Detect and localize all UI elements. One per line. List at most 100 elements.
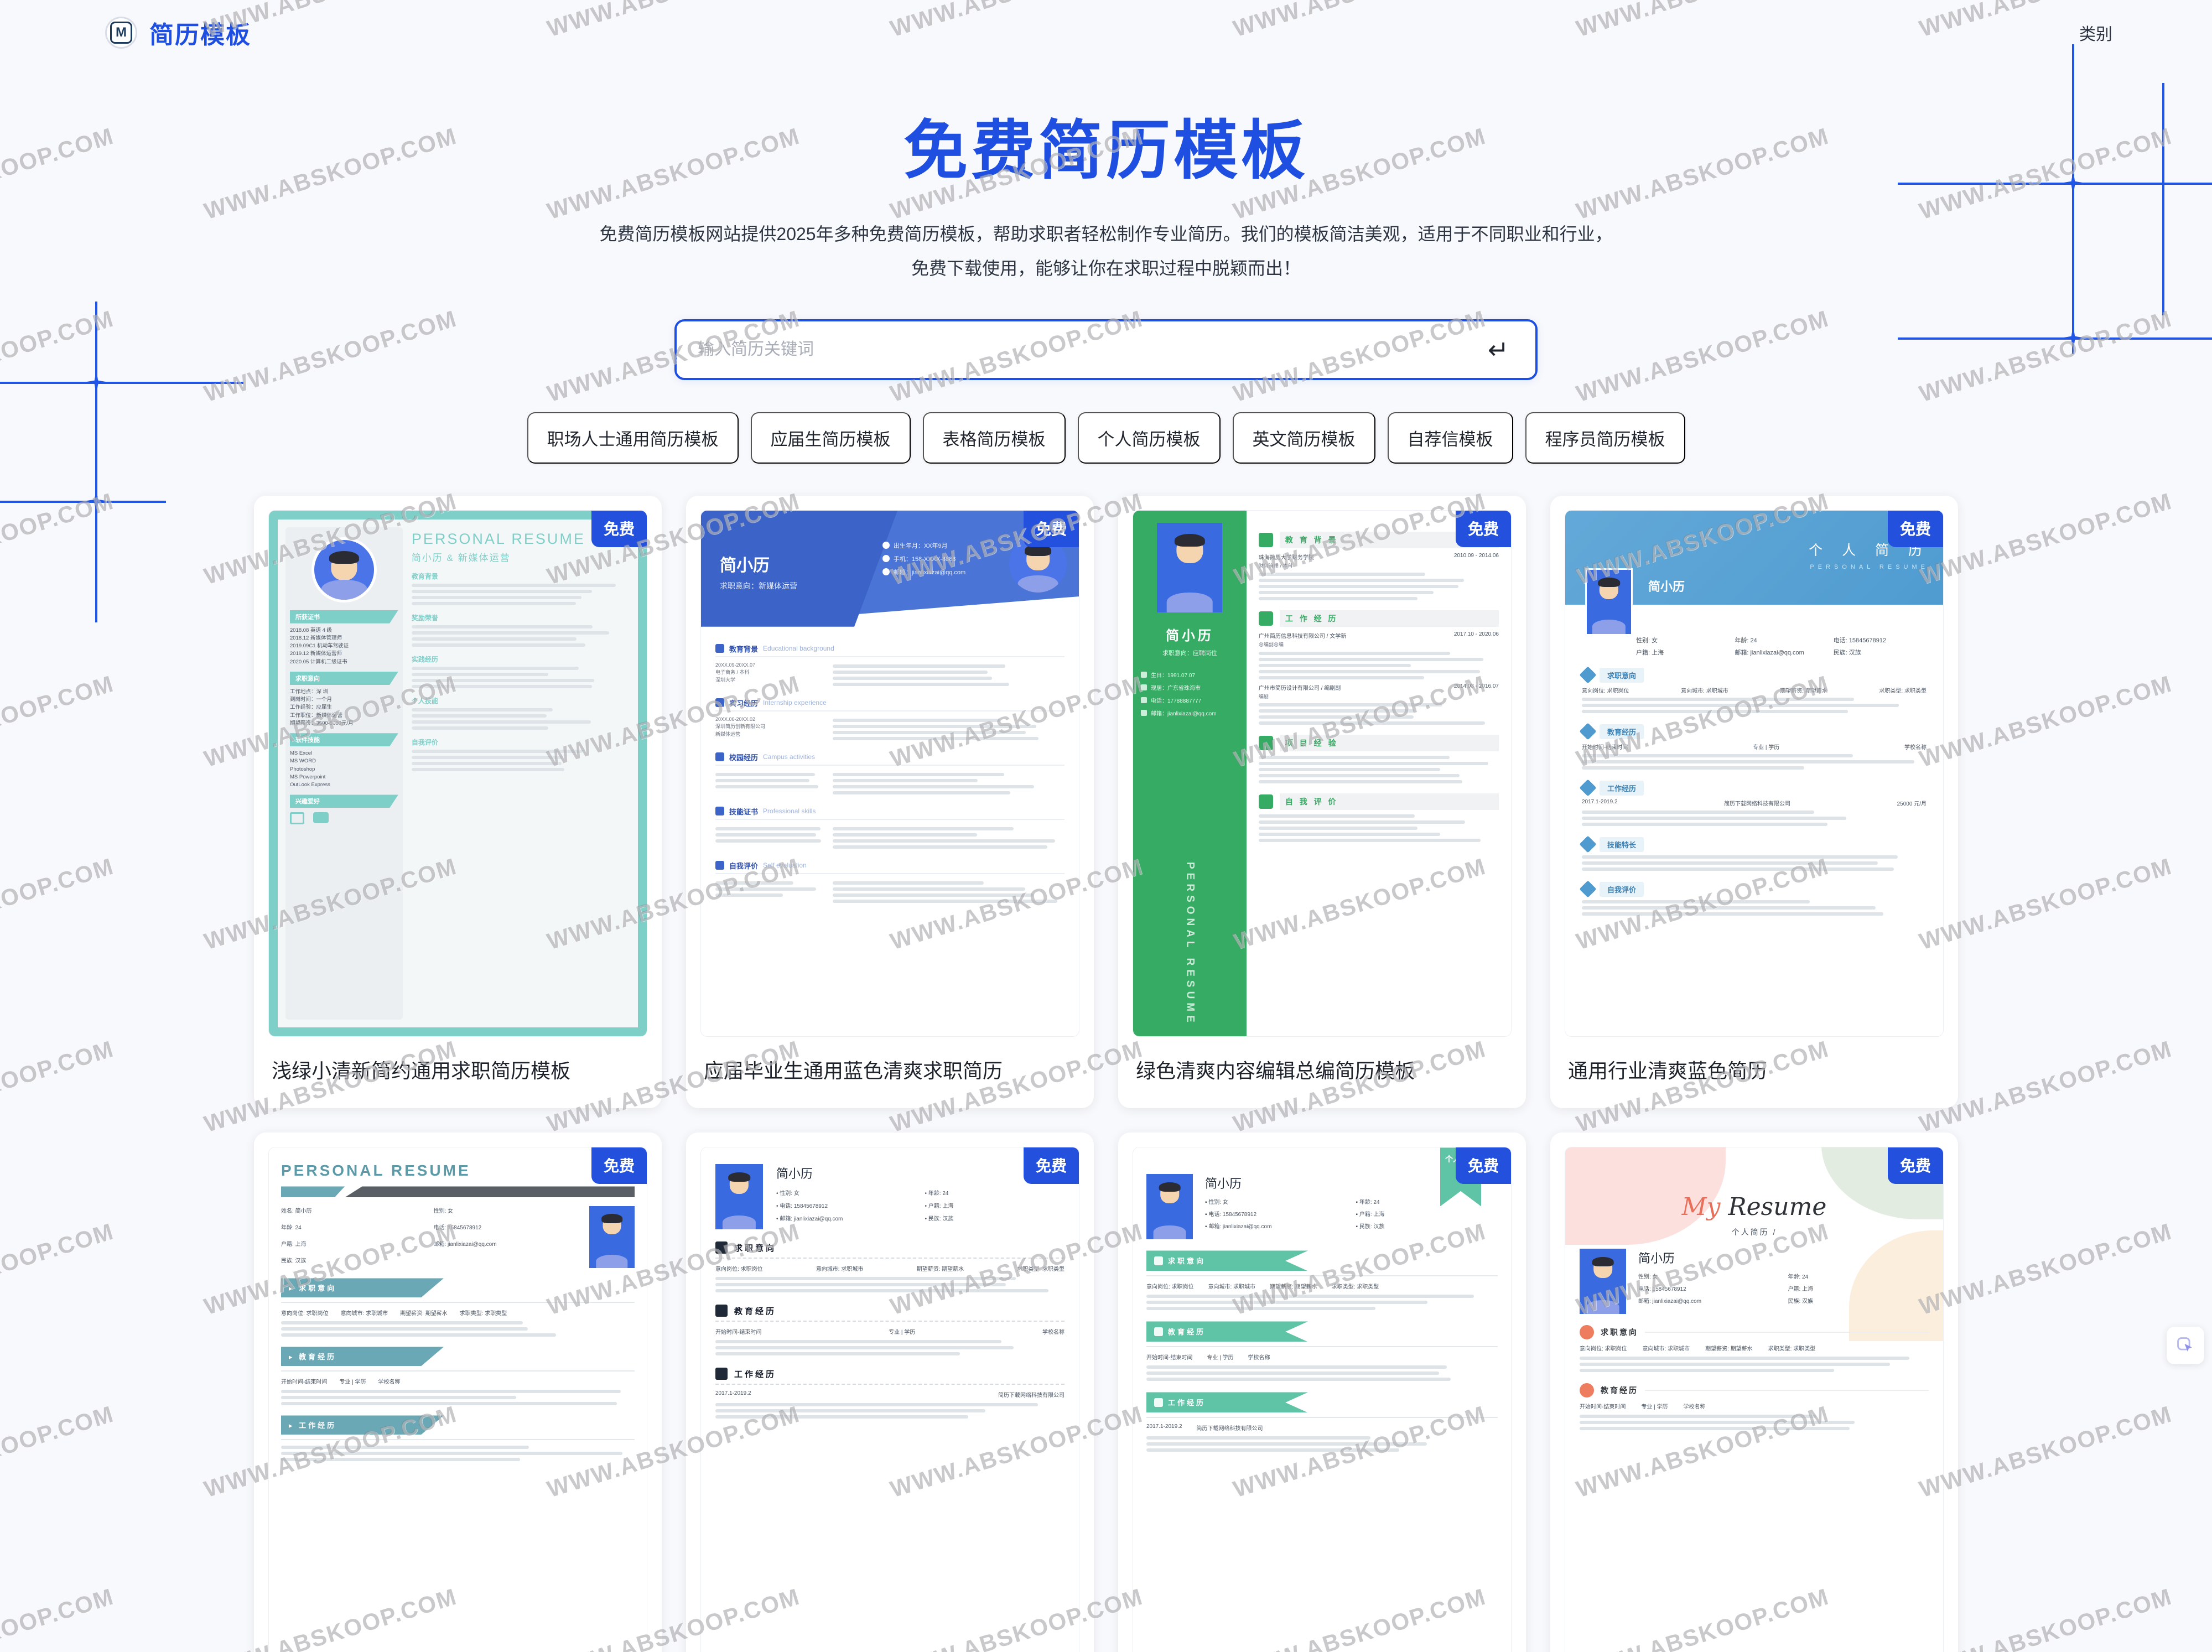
placeholder-line [1146, 1301, 1427, 1304]
info-grid: ▪ 性别: 女▪ 年龄: 24▪ 电话: 15845678912▪ 户籍: 上海… [1205, 1197, 1498, 1230]
category-tag-1[interactable]: 职场人士通用简历模板 [527, 412, 739, 464]
sidebar-item: MS Excel [290, 750, 398, 757]
section-head: 教育背景 [412, 572, 628, 581]
section-row [715, 879, 1065, 906]
section-head: 教育背景Educational background [715, 643, 1065, 654]
page-title: 免费简历模板 [0, 115, 2212, 187]
sidebar-item: 2018.08 英语 4 级 [290, 627, 398, 635]
entry-meta: 财务管理 / 本科 [1259, 563, 1499, 570]
section-head: 实践经历 [412, 654, 628, 664]
template-card[interactable]: 个人简历简小历▪ 性别: 女▪ 年龄: 24▪ 电话: 15845678912▪… [1118, 1132, 1526, 1652]
template-card[interactable]: 简小历求职意向：应聘岗位生日：1991.07.07现居：广东省珠海市电话：177… [1118, 496, 1526, 1109]
deco-star-icon [84, 370, 109, 395]
section-head: 工 作 经 历 [1259, 610, 1499, 627]
placeholder-line [1259, 774, 1460, 777]
placeholder-line [281, 1396, 516, 1399]
category-tag-2[interactable]: 应届生简历模板 [751, 412, 911, 464]
row-item: 开始时间-结束时间 [1146, 1353, 1192, 1361]
avatar-hair-top [1159, 1182, 1181, 1192]
info-item: 电话: 15845678912 [1638, 1284, 1779, 1292]
template-thumbnail[interactable]: My Resume个人简历 /简小历性别: 女年龄: 24电话: 1584567… [1565, 1147, 1944, 1652]
placeholder-line [715, 839, 821, 843]
placeholder-line [1259, 814, 1415, 818]
free-badge: 免费 [1024, 511, 1079, 547]
template-thumbnail[interactable]: 简小历求职意向：新媒体运营出生年月：XX年9月手机：158-XXXX-8888邮… [700, 510, 1079, 1037]
section-title-en: Self evaluation [763, 861, 807, 869]
sidebar-item: 2019.09C1 机动车驾驶证 [290, 642, 398, 650]
template-card[interactable]: 个 人 简 历PERSONAL RESUME简小历性别: 女年龄: 24电话: … [1550, 496, 1958, 1109]
placeholder-line [1259, 827, 1417, 830]
row-item: 求职类型: 求职类型 [1017, 1264, 1065, 1272]
placeholder-line [715, 1283, 1006, 1286]
category-tag-7[interactable]: 程序员简历模板 [1525, 412, 1685, 464]
section-icon [1579, 723, 1596, 740]
template-card[interactable]: PERSONAL RESUME姓名: 简小历性别: 女年龄: 24电话: 158… [254, 1132, 662, 1652]
template-thumbnail[interactable]: PERSONAL RESUME姓名: 简小历性别: 女年龄: 24电话: 158… [268, 1147, 647, 1652]
template-thumbnail[interactable]: 简小历求职意向：应聘岗位生日：1991.07.07现居：广东省珠海市电话：177… [1133, 510, 1512, 1037]
template-card[interactable]: 所获证书2018.08 英语 4 级2018.12 新媒体管理师2019.09C… [254, 496, 662, 1109]
section-title: 求职意向 [1601, 1327, 1638, 1338]
template-card[interactable]: 简小历求职意向：新媒体运营出生年月：XX年9月手机：158-XXXX-8888邮… [686, 496, 1094, 1109]
search-input[interactable] [698, 340, 1483, 359]
watermark-text: WWW.ABSKOOP.COM [201, 305, 460, 408]
avatar-face [314, 540, 374, 600]
hero-description-line2: 免费下载使用，能够让你在求职过程中脱颖而出！ [911, 258, 1301, 278]
sidebar-item: 工作经验：应届生 [290, 704, 398, 711]
section-row: 20XX.09-20XX.07电子商务 / 本科深圳大学 [715, 662, 1065, 689]
header-bar [281, 1186, 635, 1197]
template-thumbnail[interactable]: 所获证书2018.08 英语 4 级2018.12 新媒体管理师2019.09C… [268, 510, 647, 1037]
row-item: 专业 | 学历 [1641, 1402, 1668, 1410]
row-item: 专业 | 学历 [1207, 1353, 1233, 1361]
title-resume: Resume [1721, 1193, 1827, 1221]
category-tag-6[interactable]: 自荐信模板 [1388, 412, 1513, 464]
contact-text: 出生年月：XX年9月 [894, 543, 948, 549]
template-thumbnail[interactable]: 简小历• 性别: 女• 年龄: 24• 电话: 15845678912• 户籍:… [700, 1147, 1079, 1652]
sidebar-section-head: 求职意向 [290, 672, 398, 685]
placeholder-line [715, 881, 793, 885]
resume-role: 求职意向：应聘岗位 [1141, 648, 1239, 657]
section-head: 教育经历 [1580, 1383, 1929, 1398]
category-tag-3[interactable]: 表格简历模板 [923, 412, 1066, 464]
sidebar-item: 2020.05 计算机二级证书 [290, 658, 398, 666]
placeholder-line [833, 677, 992, 680]
category-tag-5[interactable]: 英文简历模板 [1233, 412, 1375, 464]
sidebar-section-head: 所获证书 [290, 610, 398, 624]
row-item: 专业 | 学历 [889, 1327, 915, 1336]
avatar [715, 1164, 763, 1229]
template-thumbnail[interactable]: 个人简历简小历▪ 性别: 女▪ 年龄: 24▪ 电话: 15845678912▪… [1133, 1147, 1512, 1652]
line-wrap [1580, 1415, 1929, 1430]
free-badge: 免费 [591, 511, 647, 547]
placeholder-line [1582, 823, 1827, 826]
brand-logo-link[interactable]: M 简历模板 [105, 15, 251, 50]
category-tag-4[interactable]: 个人简历模板 [1078, 412, 1221, 464]
info-top: 姓名: 简小历性别: 女年龄: 24电话: 15845678912户籍: 上海邮… [281, 1206, 635, 1268]
contact-text: 电话：17788887777 [1151, 698, 1201, 704]
resume-preview-green: 简小历求职意向：应聘岗位生日：1991.07.07现居：广东省珠海市电话：177… [1133, 511, 1511, 1036]
template-card[interactable]: 简小历• 性别: 女• 年龄: 24• 电话: 15845678912• 户籍:… [686, 1132, 1094, 1652]
row-item: 意向岗位: 求职岗位 [1580, 1344, 1627, 1352]
placeholder-line [1582, 867, 1894, 871]
hobby-icons [290, 812, 398, 824]
section-title-cn: 技能证书 [729, 806, 758, 817]
watermark-text: WWW.ABSKOOP.COM [0, 1583, 117, 1652]
placeholder-line [412, 768, 565, 771]
placeholder-line [412, 750, 583, 753]
floating-cursor-widget[interactable] [2167, 1327, 2204, 1364]
placeholder-line [715, 827, 821, 830]
template-thumbnail[interactable]: 个 人 简 历PERSONAL RESUME简小历性别: 女年龄: 24电话: … [1565, 510, 1944, 1037]
section-left [715, 824, 824, 851]
cursor-icon [2175, 1335, 2196, 1356]
nav-item-category[interactable]: 类别 [2079, 20, 2112, 45]
section-icon [1579, 780, 1596, 797]
placeholder-line [412, 590, 592, 593]
template-card[interactable]: My Resume个人简历 /简小历性别: 女年龄: 24电话: 1584567… [1550, 1132, 1958, 1652]
resume-header: 简小历• 性别: 女• 年龄: 24• 电话: 15845678912• 户籍:… [715, 1164, 1065, 1229]
avatar-hair-top [1175, 534, 1204, 547]
section-icon [715, 752, 724, 761]
placeholder-line [1259, 820, 1465, 824]
search-bar[interactable]: ↵ [674, 319, 1538, 380]
placeholder-line [833, 773, 1004, 776]
enter-arrow-icon[interactable]: ↵ [1483, 335, 1513, 365]
placeholder-line [1582, 698, 1854, 701]
placeholder-line [1259, 670, 1480, 673]
